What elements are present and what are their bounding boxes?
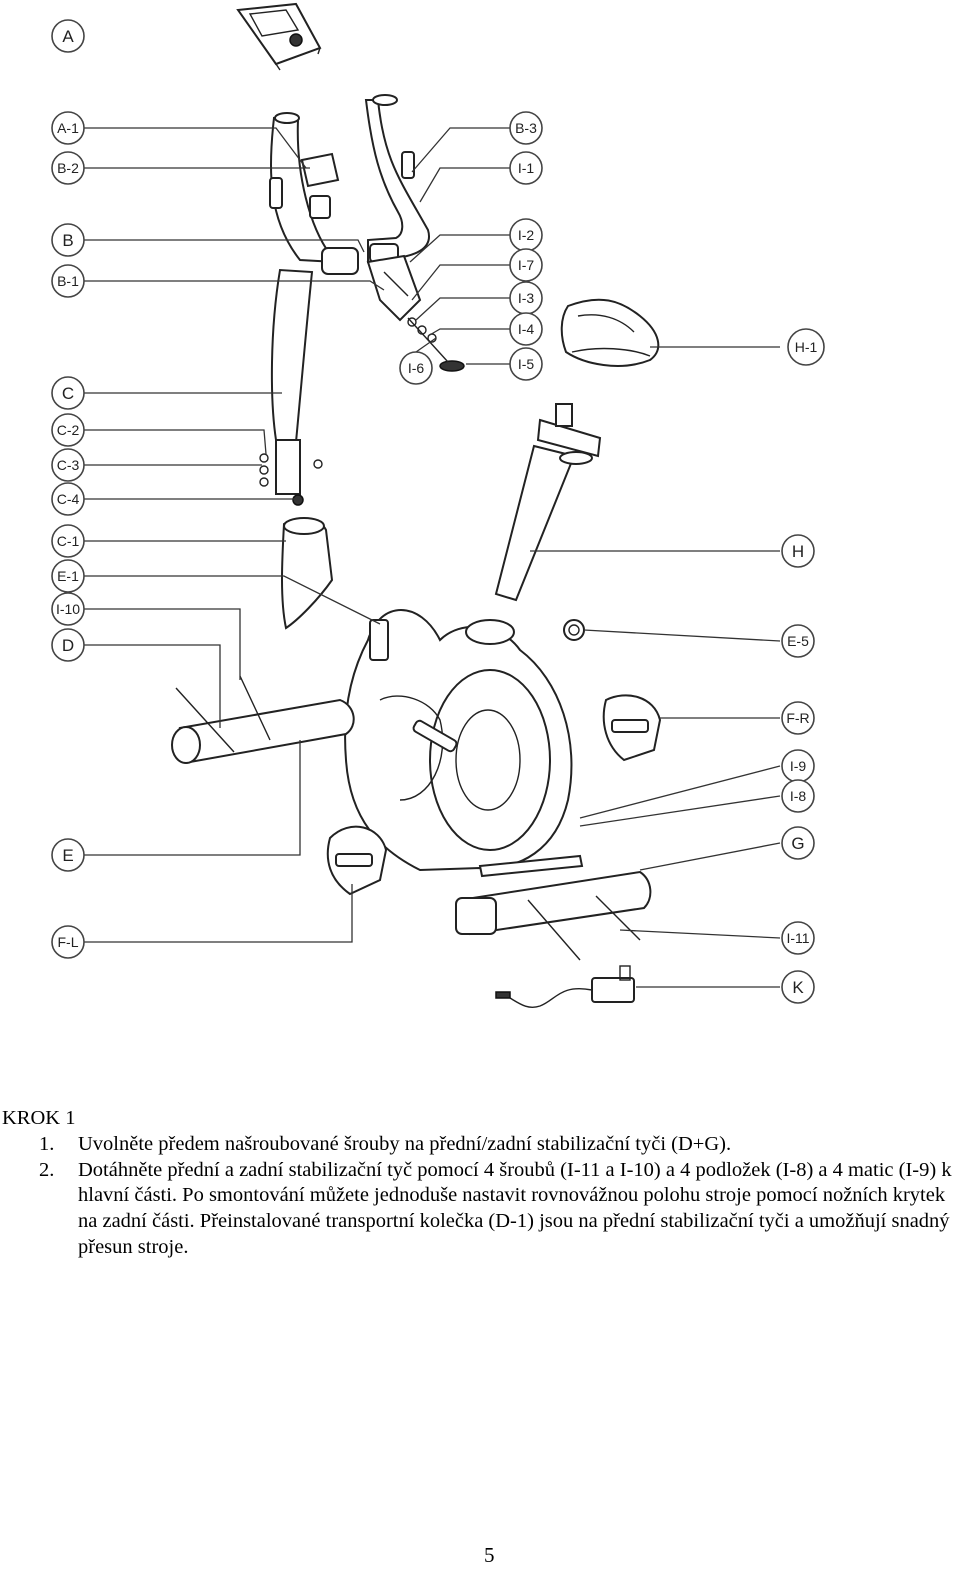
svg-text:I-7: I-7	[518, 257, 535, 273]
svg-text:I-5: I-5	[518, 356, 535, 372]
svg-text:C: C	[62, 384, 74, 403]
callout-C-3: C-3	[51, 448, 85, 482]
fasteners-top-part	[407, 317, 465, 372]
svg-text:F-R: F-R	[786, 710, 809, 726]
step-number: 2.	[39, 1158, 55, 1181]
step-number: 1.	[39, 1132, 55, 1155]
callout-I-8: I-8	[781, 779, 815, 813]
pulse-sensor-bracket-part	[300, 152, 422, 322]
svg-text:I-9: I-9	[790, 758, 807, 774]
pedal-right-part	[602, 694, 662, 762]
callout-I-1: I-1	[509, 151, 543, 185]
seat-post-part	[494, 403, 602, 602]
svg-text:I-11: I-11	[786, 930, 809, 946]
svg-text:H-1: H-1	[795, 339, 818, 355]
callout-E: E	[51, 838, 85, 872]
callout-I-2: I-2	[509, 218, 543, 252]
svg-text:H: H	[792, 542, 804, 561]
callout-C-1: C-1	[51, 524, 85, 558]
callout-A-1: A-1	[51, 111, 85, 145]
callout-I-5: I-5	[509, 347, 543, 381]
step-text: Uvolněte předem našroubované šrouby na p…	[78, 1132, 732, 1155]
page-number: 5	[484, 1543, 495, 1567]
callout-F-L: F-L	[51, 925, 85, 959]
callout-G: G	[781, 826, 815, 860]
svg-text:D: D	[62, 636, 74, 655]
callout-A: A	[51, 19, 85, 53]
leader-lines	[84, 127, 781, 988]
svg-text:I-4: I-4	[518, 321, 535, 337]
callout-E-5: E-5	[781, 624, 815, 658]
svg-text:E: E	[62, 846, 73, 865]
list-item: 2. Dotáhněte přední a zadní stabilizační…	[39, 1158, 960, 1261]
callout-I-9: I-9	[781, 749, 815, 783]
svg-text:C-1: C-1	[57, 533, 80, 549]
step-heading: KROK 1	[2, 1107, 76, 1129]
svg-text:I-8: I-8	[790, 788, 807, 804]
callout-I-7: I-7	[509, 248, 543, 282]
callout-H-1: H-1	[787, 328, 825, 366]
callout-B: B	[51, 223, 85, 257]
callout-C-2: C-2	[51, 413, 85, 447]
callout-F-R: F-R	[781, 701, 815, 735]
step-text: Dotáhněte přední a zadní stabilizační ty…	[78, 1158, 952, 1258]
callout-D: D	[51, 628, 85, 662]
handlebar-post-part	[269, 112, 359, 275]
pedal-left-part	[326, 825, 388, 896]
callout-H: H	[781, 534, 815, 568]
svg-text:A-1: A-1	[57, 120, 79, 136]
callout-C: C	[51, 376, 85, 410]
seat-part	[560, 298, 660, 367]
callout-B-2: B-2	[51, 151, 85, 185]
post-cover-part	[281, 517, 334, 630]
rear-stabilizer-part	[455, 870, 652, 961]
list-item: 1. Uvolněte předem našroubované šrouby n…	[39, 1132, 960, 1158]
exploded-assembly-diagram: A A-1 B-2 B B-1 C C-2 C-3 C-4 C-1 E-1 I-…	[51, 2, 825, 1008]
instructions-block: KROK 1 1. Uvolněte předem našroubované š…	[0, 1106, 960, 1261]
callout-I-4: I-4	[509, 312, 543, 346]
callout-C-4: C-4	[51, 482, 85, 516]
main-post-part	[259, 268, 323, 506]
front-stabilizer-part	[171, 675, 355, 764]
svg-text:G: G	[791, 834, 804, 853]
tension-knob-part	[563, 619, 585, 641]
svg-text:I-10: I-10	[56, 601, 80, 617]
callout-I-6: I-6	[399, 351, 433, 385]
svg-text:C-2: C-2	[57, 422, 80, 438]
svg-text:F-L: F-L	[58, 934, 79, 950]
svg-text:C-4: C-4	[57, 491, 80, 507]
svg-text:A: A	[62, 27, 74, 46]
callout-E-1: E-1	[51, 559, 85, 593]
callout-I-11: I-11	[781, 921, 815, 955]
svg-text:I-2: I-2	[518, 227, 535, 243]
callout-B-3: B-3	[509, 111, 543, 145]
svg-text:C-3: C-3	[57, 457, 80, 473]
svg-text:B-3: B-3	[515, 120, 537, 136]
svg-text:I-3: I-3	[518, 290, 535, 306]
callout-B-1: B-1	[51, 264, 85, 298]
svg-text:E-1: E-1	[57, 568, 79, 584]
power-adapter-part	[495, 965, 635, 1008]
console-part	[236, 2, 322, 71]
callout-I-3: I-3	[509, 281, 543, 315]
handlebar-right-part	[364, 94, 430, 264]
svg-text:B: B	[62, 231, 73, 250]
svg-text:B-1: B-1	[57, 273, 79, 289]
callout-K: K	[781, 970, 815, 1004]
svg-text:K: K	[792, 978, 804, 997]
callout-I-10: I-10	[51, 592, 85, 626]
svg-text:B-2: B-2	[57, 160, 79, 176]
main-frame-part	[344, 609, 584, 878]
steps-list: 1. Uvolněte předem našroubované šrouby n…	[0, 1132, 960, 1261]
svg-text:I-1: I-1	[518, 160, 535, 176]
svg-text:E-5: E-5	[787, 633, 809, 649]
svg-text:I-6: I-6	[408, 360, 425, 376]
